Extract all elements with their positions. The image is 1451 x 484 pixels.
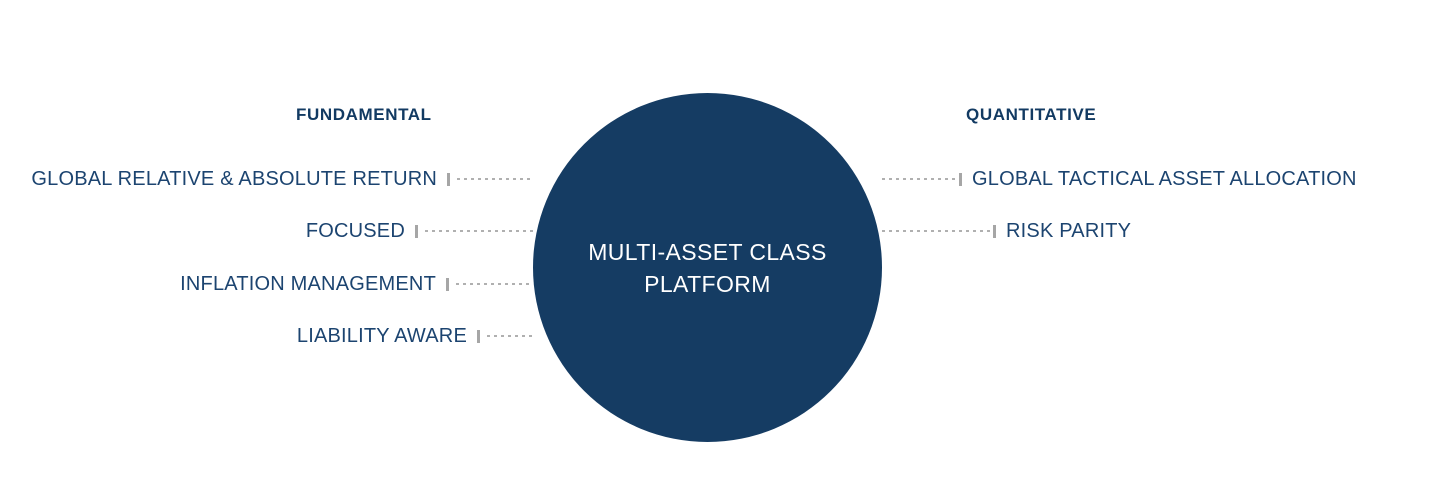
connector-dotted-line [882, 178, 956, 180]
strategy-label-inflation-management: INFLATION MANAGEMENT [180, 272, 436, 295]
list-item: GLOBAL RELATIVE & ABSOLUTE RETURN [0, 166, 533, 192]
list-item: INFLATION MANAGEMENT [0, 271, 533, 297]
column-header-fundamental: FUNDAMENTAL [296, 105, 432, 124]
list-item: FOCUSED [0, 218, 533, 244]
strategy-label-risk-parity: RISK PARITY [1006, 219, 1132, 242]
connector-tick-icon [415, 224, 418, 238]
connector-dotted-line [425, 230, 533, 232]
list-item: LIABILITY AWARE [0, 323, 533, 349]
connector-dotted-line [457, 178, 533, 180]
connector-dotted-line [882, 230, 990, 232]
connector-tick-icon [447, 172, 450, 186]
strategy-label-focused: FOCUSED [305, 219, 405, 242]
strategy-label-global-relative-absolute-return: GLOBAL RELATIVE & ABSOLUTE RETURN [31, 167, 437, 190]
column-header-quantitative: QUANTITATIVE [966, 105, 1097, 124]
strategy-label-global-tactical-asset-allocation: GLOBAL TACTICAL ASSET ALLOCATION [972, 167, 1357, 190]
center-circle: MULTI-ASSET CLASS PLATFORM [533, 93, 882, 442]
list-item: GLOBAL TACTICAL ASSET ALLOCATION [882, 166, 1451, 192]
connector-tick-icon [959, 172, 962, 186]
list-item: RISK PARITY [882, 218, 1451, 244]
connector-tick-icon [477, 329, 480, 343]
connector-tick-icon [446, 277, 449, 291]
strategy-label-liability-aware: LIABILITY AWARE [296, 324, 467, 347]
center-circle-label: MULTI-ASSET CLASS PLATFORM [588, 238, 827, 297]
connector-dotted-line [456, 283, 533, 285]
connector-tick-icon [993, 224, 996, 238]
connector-dotted-line [487, 335, 533, 337]
